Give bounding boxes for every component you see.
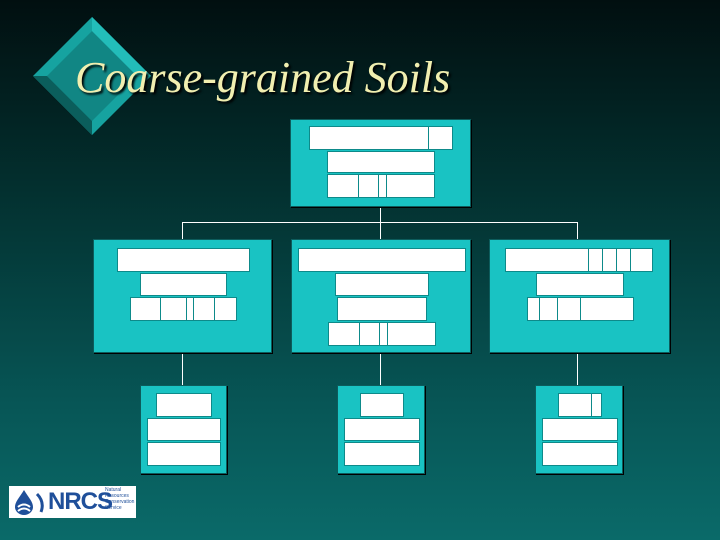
node-text-line <box>335 273 429 296</box>
logo-subtitle: Natural Resources Conservation Service <box>105 487 135 511</box>
node-text-line <box>156 393 212 417</box>
nrcs-logo: NRCS Natural Resources Conservation Serv… <box>9 486 136 518</box>
logo-acronym: NRCS <box>48 488 113 515</box>
chart-node-level2-left <box>93 239 272 353</box>
title-diamond-ornament <box>33 17 151 135</box>
node-text-line <box>117 248 250 272</box>
node-text-line <box>344 418 420 441</box>
node-text-line <box>147 442 221 466</box>
water-drop-icon <box>15 490 44 515</box>
node-text-line <box>558 393 602 417</box>
slide-title: Coarse-grained Soils <box>75 53 451 102</box>
chart-node-root <box>290 119 471 207</box>
node-text-line <box>140 273 227 296</box>
node-text-line <box>327 174 435 198</box>
node-text-line <box>542 442 618 466</box>
node-text-line <box>327 151 435 173</box>
node-text-line <box>527 297 634 321</box>
node-text-line <box>298 248 466 272</box>
node-text-line <box>536 273 624 296</box>
node-text-line <box>360 393 404 417</box>
node-text-line <box>130 297 237 321</box>
chart-node-level2-right <box>489 239 670 353</box>
node-text-line <box>309 126 453 150</box>
node-text-line <box>505 248 653 272</box>
node-text-line <box>344 442 420 466</box>
chart-node-level3-middle <box>337 385 425 474</box>
chart-node-level3-right <box>535 385 623 474</box>
node-text-line <box>147 418 221 441</box>
node-text-line <box>328 322 436 346</box>
chart-node-level2-middle <box>291 239 471 353</box>
chart-node-level3-left <box>140 385 227 474</box>
node-text-line <box>337 297 427 321</box>
node-text-line <box>542 418 618 441</box>
